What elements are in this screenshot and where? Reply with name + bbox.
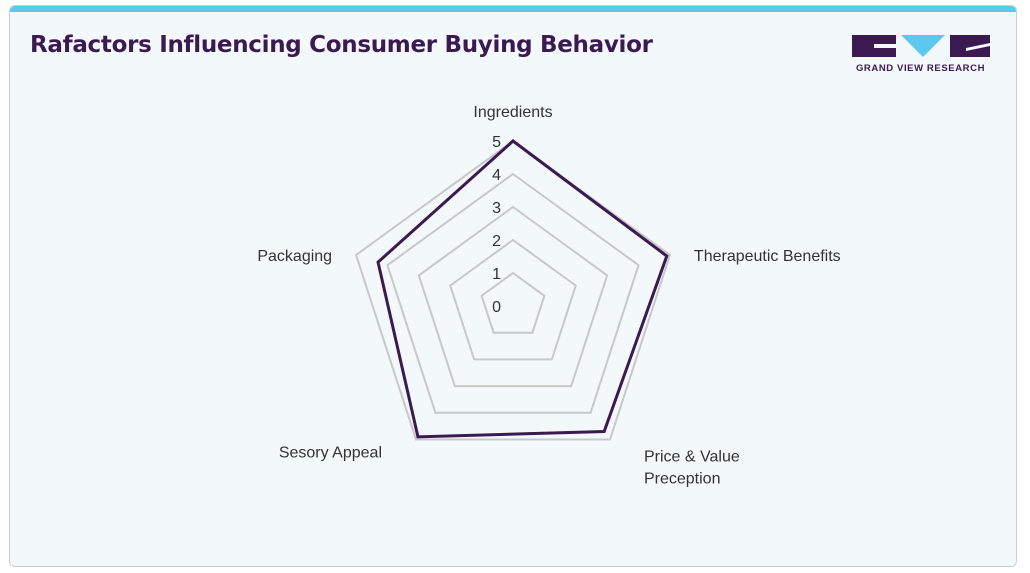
grid-ring-3	[417, 205, 609, 388]
series-line-0	[376, 139, 669, 439]
grid-ring-4	[386, 172, 640, 414]
tick-label-5: 5	[492, 134, 501, 151]
logo-wordmark: GRAND VIEW RESEARCH	[855, 63, 986, 74]
axis-label-1: Therapeutic Benefits	[694, 248, 841, 265]
radar-grid	[354, 139, 672, 441]
gvr-logo-icon	[852, 35, 990, 57]
grand-view-research-logo: GRAND VIEW RESEARCH	[848, 31, 993, 79]
grid-ring-5	[354, 139, 672, 441]
axis-label-0: Ingredients	[473, 104, 552, 121]
chart-card: Rafactors Influencing Consumer Buying Be…	[9, 5, 1017, 567]
radial-tick-labels: 0 1 2 3 4 5	[492, 134, 501, 316]
axis-label-4: Packaging	[257, 248, 332, 265]
tick-label-3: 3	[492, 200, 501, 217]
radar-series	[376, 139, 669, 439]
axis-label-3: Sesory Appeal	[279, 444, 382, 461]
top-accent-bar	[10, 6, 1016, 12]
chart-title: Rafactors Influencing Consumer Buying Be…	[30, 32, 653, 58]
tick-label-4: 4	[492, 167, 501, 184]
tick-label-0: 0	[492, 299, 501, 316]
grid-ring-2	[449, 238, 577, 361]
tick-label-2: 2	[492, 233, 501, 250]
grid-ring-1	[480, 271, 546, 334]
tick-label-1: 1	[492, 266, 501, 283]
